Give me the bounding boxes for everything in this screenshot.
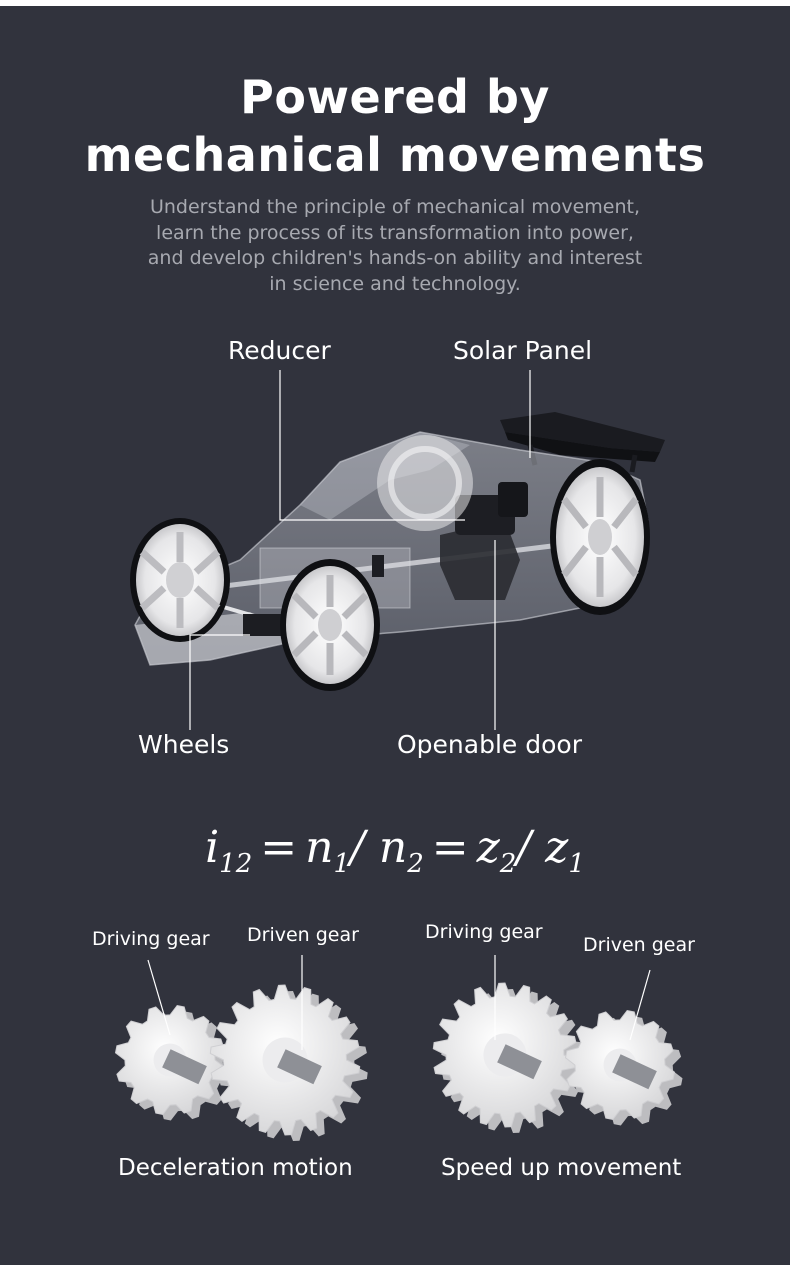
subtitle-line: and develop children's hands-on ability … <box>147 247 643 269</box>
left-driving-gear-label: Driving gear <box>92 928 210 950</box>
speed-up-caption: Speed up movement <box>441 1155 682 1181</box>
callout-lines <box>189 370 531 730</box>
formula-n2: n <box>378 822 408 873</box>
formula-z1-sub: 1 <box>568 849 585 879</box>
right-driven-gear <box>564 1009 683 1126</box>
left-driving-leader <box>147 959 171 1036</box>
formula-n1: n <box>305 822 334 873</box>
reducer <box>455 482 528 535</box>
formula-equals: = <box>260 822 298 873</box>
openable-door <box>440 520 520 600</box>
subtitle-line: in science and technology. <box>269 272 521 295</box>
right-driving-gear-label: Driving gear <box>425 921 543 943</box>
top-edge <box>0 0 790 6</box>
gear-ratio-formula: i12=n1/ n2=z2/ z1 <box>0 822 790 879</box>
openable-door-label: Openable door <box>397 730 582 759</box>
formula-n2-sub: 2 <box>407 849 424 879</box>
subtitle-line: Understand the principle of mechanical m… <box>149 196 641 218</box>
formula-equals: = <box>431 822 469 873</box>
page-title-line-1: Powered by <box>240 70 550 124</box>
right-driven-leader <box>629 969 651 1041</box>
formula-slash: / <box>516 822 532 873</box>
deceleration-caption: Deceleration motion <box>118 1155 353 1181</box>
front-left-wheel <box>130 518 230 642</box>
front-right-wheel <box>280 559 380 691</box>
rear-left-wheel <box>377 435 473 531</box>
reducer-leader <box>279 370 465 521</box>
page-title-line-2: mechanical movements <box>84 128 706 182</box>
solar-panel-label: Solar Panel <box>453 336 593 365</box>
left-driven-gear <box>209 984 368 1141</box>
formula-i-sub: 12 <box>219 849 253 879</box>
formula-slash: / <box>350 822 365 873</box>
gear-callout-lines <box>147 955 651 1050</box>
wheels-leader <box>189 634 250 730</box>
formula-z2: z <box>476 822 500 873</box>
left-driving-gear <box>114 1004 233 1121</box>
right-driving-gear <box>432 982 585 1133</box>
wheels-label: Wheels <box>138 730 230 759</box>
right-driven-gear-label: Driven gear <box>583 934 695 956</box>
subtitle-line: learn the process of its transformation … <box>156 221 634 244</box>
formula-n1-sub: 1 <box>333 849 351 879</box>
rear-right-wheel <box>550 459 650 615</box>
reducer-label: Reducer <box>228 336 331 365</box>
subtitle: Understand the principle of mechanical m… <box>95 195 695 297</box>
formula-z1: z <box>545 822 569 873</box>
left-driven-gear-label: Driven gear <box>247 924 359 946</box>
formula-z2-sub: 2 <box>499 849 517 879</box>
formula-i: i <box>205 822 220 873</box>
